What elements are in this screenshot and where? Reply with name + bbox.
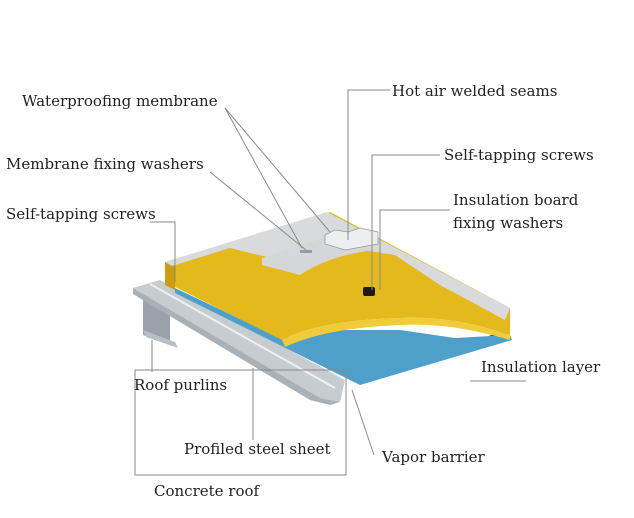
label-insulation-board-line2: fixing washers — [453, 214, 564, 232]
label-insulation-board-line1: Insulation board — [453, 191, 579, 209]
insulation-board-fixing-washer — [363, 287, 375, 296]
waterproofing-membrane — [165, 212, 510, 320]
label-waterproofing-membrane: Waterproofing membrane — [22, 92, 218, 110]
vapor-barrier-layer — [175, 288, 512, 385]
label-concrete-roof: Concrete roof — [154, 482, 260, 500]
label-hot-air-welded-seams: Hot air welded seams — [392, 82, 558, 100]
label-membrane-fixing-washers: Membrane fixing washers — [6, 155, 204, 173]
label-insulation-layer: Insulation layer — [481, 358, 601, 376]
leader-lines — [134, 89, 526, 476]
label-self-tapping-screws-left: Self-tapping screws — [6, 205, 156, 223]
label-vapor-barrier: Vapor barrier — [382, 448, 485, 466]
label-profiled-steel-sheet: Profiled steel sheet — [184, 440, 331, 458]
membrane-fixing-washer — [300, 250, 312, 253]
label-roof-purlins: Roof purlins — [134, 376, 228, 394]
label-self-tapping-screws-right: Self-tapping screws — [444, 146, 594, 164]
